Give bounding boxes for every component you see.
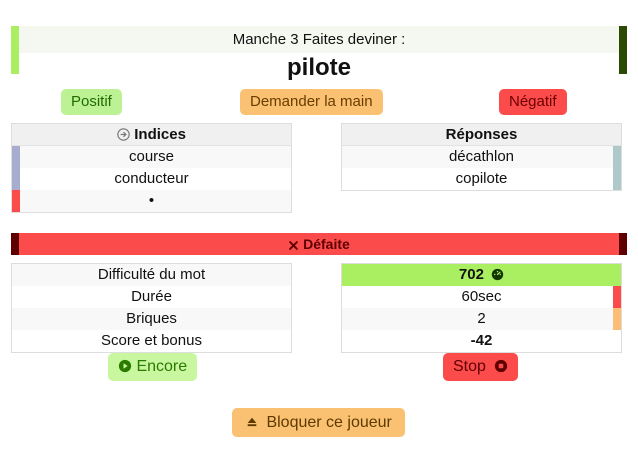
reponse-row[interactable]: copilote [342, 168, 621, 190]
stats-value-row: 2 [342, 308, 621, 330]
indice-text: course [128, 148, 175, 165]
stats-value: 702 [458, 266, 484, 283]
encore-label: Encore [136, 358, 188, 375]
indices-panel: Indices course conducteur • [11, 123, 292, 213]
stats-value: -42 [470, 332, 493, 349]
stop-label: Stop [453, 358, 486, 375]
round-header: Manche 3 Faites deviner : pilote [11, 26, 627, 82]
indice-edge [12, 168, 20, 190]
stats-label-table: Difficulté du mot Durée Briques Score et… [11, 263, 292, 353]
indice-row[interactable]: • [12, 190, 291, 212]
positif-button[interactable]: Positif [61, 89, 122, 115]
stats-label: Score et bonus [101, 332, 202, 349]
stats-value: 2 [477, 310, 486, 327]
play-circle-icon [118, 359, 132, 373]
circle-arrow-right-icon [117, 128, 130, 141]
stats-value-row: -42 [342, 330, 621, 352]
stats-value-table: 702 60sec 2 -42 [341, 263, 622, 353]
stats-label-row: Score et bonus [12, 330, 291, 352]
result-cap-left [11, 233, 19, 255]
indice-row[interactable]: conducteur [12, 168, 291, 190]
result-cap-right [619, 233, 627, 255]
tachometer-icon [491, 268, 504, 281]
header-accent-left [11, 26, 19, 74]
result-banner: Défaite [11, 233, 627, 255]
indice-text: • [148, 192, 155, 209]
eject-icon [245, 415, 259, 429]
reponse-text: décathlon [448, 148, 515, 165]
result-label: Défaite [303, 236, 350, 252]
header-accent-right [619, 26, 627, 74]
stop-circle-icon [494, 359, 508, 373]
stats-value-edge [613, 286, 621, 308]
block-player-button[interactable]: Bloquer ce joueur [232, 408, 405, 437]
negatif-button[interactable]: Négatif [499, 89, 567, 115]
result-bar: Défaite [11, 233, 627, 255]
stop-button[interactable]: Stop [443, 353, 519, 381]
block-player-label: Bloquer ce joueur [266, 414, 392, 431]
times-icon [288, 240, 299, 251]
stats-label: Difficulté du mot [97, 266, 206, 283]
stats-label-row: Briques [12, 308, 291, 330]
demander-la-main-button[interactable]: Demander la main [240, 89, 383, 115]
indice-edge [12, 146, 20, 168]
indices-title: Indices [134, 126, 186, 143]
reponses-title: Réponses [445, 126, 518, 143]
indice-text: conducteur [114, 170, 189, 187]
stats-value-row: 702 [342, 264, 621, 286]
stats-label: Durée [131, 288, 172, 305]
indices-header: Indices [12, 124, 291, 146]
stats-value-row: 60sec [342, 286, 621, 308]
stats-value: 60sec [461, 288, 502, 305]
reponse-edge [613, 146, 621, 168]
reponse-row[interactable]: décathlon [342, 146, 621, 168]
reponses-panel: Réponses décathlon copilote [341, 123, 622, 191]
secret-word: pilote [19, 53, 619, 82]
indice-edge [12, 190, 20, 212]
round-instruction: Manche 3 Faites deviner : [19, 26, 619, 53]
indice-row[interactable]: course [12, 146, 291, 168]
reponse-text: copilote [455, 170, 508, 187]
reponses-header: Réponses [342, 124, 621, 146]
encore-button[interactable]: Encore [108, 353, 198, 381]
stats-label-row: Difficulté du mot [12, 264, 291, 286]
stats-value-edge [613, 308, 621, 330]
stats-label-row: Durée [12, 286, 291, 308]
stats-label: Briques [126, 310, 177, 327]
reponse-edge [613, 168, 621, 190]
